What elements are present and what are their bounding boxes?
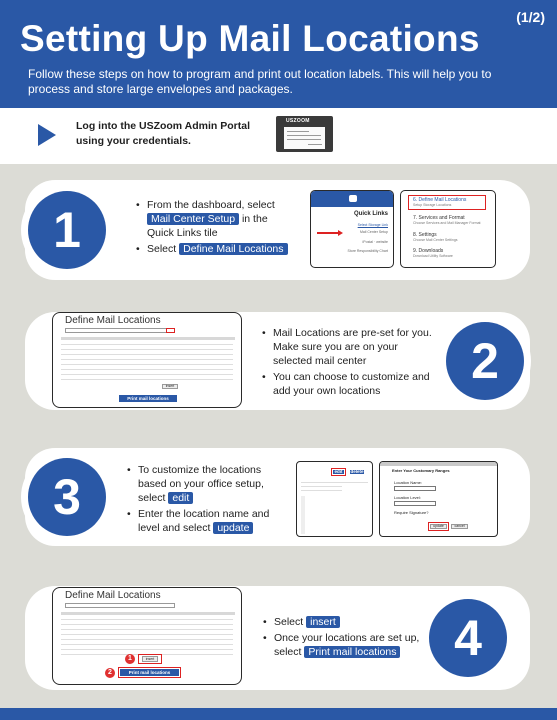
step-3-number: 3 — [28, 458, 106, 536]
cancel-button[interactable]: cancel — [451, 524, 468, 529]
location-level-label: Location Level: — [394, 495, 421, 500]
edit-redbox — [331, 468, 346, 476]
menu-item-6[interactable]: 6. Define Mail Locations Setup Storage L… — [413, 197, 467, 207]
define-mail-locations-redbox — [408, 195, 486, 210]
screenshot-title-2: Define Mail Locations — [65, 590, 161, 601]
red-arrow-head-icon — [338, 230, 343, 236]
quick-link-chart[interactable]: Store Responsibility Chart — [347, 249, 388, 253]
step-3-bullets: To customize the locations based on your… — [127, 463, 287, 537]
require-signature-label: Require Signature? — [394, 510, 429, 515]
print-mail-locations-button-2[interactable]: Print mail locations — [120, 669, 179, 676]
define-mail-locations-screenshot-2: Define Mail Locations 1 insert 2 Print m… — [52, 587, 242, 685]
define-mail-locations-screenshot: Define Mail Locations insert Print mail … — [52, 312, 242, 408]
step-4-bullet-2: Once your locations are set up, select P… — [263, 631, 433, 659]
header-banner: (1/2) Setting Up Mail Locations Follow t… — [0, 0, 557, 108]
mailbox-icon — [349, 195, 357, 202]
step-1-bullet-2: Select Define Mail Locations — [136, 242, 296, 256]
location-level-input[interactable] — [394, 501, 436, 506]
page-subtitle: Follow these steps on how to program and… — [28, 67, 492, 96]
step-2-bullets: Mail Locations are pre-set for you. Make… — [262, 326, 434, 400]
update-highlight: update — [213, 522, 254, 534]
insert-highlight: insert — [306, 616, 340, 628]
edit-screenshot: edit delete — [296, 461, 373, 537]
quick-links-tile: Quick Links Select Storage Link Mail Cen… — [310, 190, 394, 268]
quick-links-title: Quick Links — [353, 211, 388, 217]
step-2-bullet-2: You can choose to customize and add your… — [262, 370, 434, 398]
footer-bar — [0, 708, 557, 720]
step-2-bullet-1: Mail Locations are pre-set for you. Make… — [262, 326, 434, 368]
quick-link-ipostal[interactable]: iPostal · website — [362, 240, 388, 244]
location-name-input[interactable] — [394, 486, 436, 491]
update-redbox — [428, 522, 449, 531]
play-arrow-icon — [38, 124, 56, 146]
badge-2: 2 — [105, 668, 115, 678]
form-header: Enter Your Customary Ranges — [392, 468, 450, 473]
step-1-number: 1 — [28, 191, 106, 269]
step-3-bullet-2: Enter the location name and level and se… — [127, 507, 287, 535]
mail-center-setup-highlight: Mail Center Setup — [147, 213, 240, 225]
delete-button[interactable]: delete — [350, 469, 364, 474]
login-instruction: Log into the USZoom Admin Portal using y… — [76, 120, 251, 147]
step-4-bullet-1: Select insert — [263, 615, 433, 629]
step-4-number: 4 — [429, 599, 507, 677]
admin-portal-thumbnail: USZOOM — [276, 116, 333, 152]
step-3-bullet-1: To customize the locations based on your… — [127, 463, 287, 505]
red-arrow-icon — [317, 232, 339, 234]
insert-button[interactable]: insert — [162, 384, 178, 389]
edit-highlight: edit — [168, 492, 194, 504]
setup-menu-panel: 6. Define Mail Locations Setup Storage L… — [400, 190, 496, 268]
quick-link-storage[interactable]: Select Storage Link — [357, 223, 388, 227]
step-2-number: 2 — [446, 322, 524, 400]
menu-item-9[interactable]: 9. Downloads Download Utility Software — [413, 248, 453, 258]
print-redbox — [118, 667, 181, 678]
menu-item-8[interactable]: 8. Settings Choose Mail Center Settings — [413, 232, 458, 242]
step-4-bullets: Select insert Once your locations are se… — [263, 615, 433, 661]
step-1-bullet-1: From the dashboard, select Mail Center S… — [136, 198, 296, 240]
screenshot-title: Define Mail Locations — [65, 315, 161, 326]
insert-redbox — [138, 654, 162, 664]
page-title: Setting Up Mail Locations — [20, 18, 480, 59]
edit-button[interactable]: edit — [333, 469, 344, 474]
location-name-label: Location Name: — [394, 480, 423, 485]
define-mail-locations-highlight: Define Mail Locations — [179, 243, 288, 255]
login-form-thumb — [284, 127, 325, 149]
quick-link-mail-center-setup[interactable]: Mail Center Setup — [359, 230, 388, 234]
menu-item-7[interactable]: 7. Services and Format Choose Services a… — [413, 215, 481, 225]
page-number: (1/2) — [516, 9, 545, 25]
badge-1: 1 — [125, 654, 135, 664]
print-mail-locations-button[interactable]: Print mail locations — [119, 395, 177, 402]
step-1-bullets: From the dashboard, select Mail Center S… — [136, 198, 296, 258]
insert-button-2[interactable]: insert — [142, 656, 158, 662]
uszoom-logo: USZOOM — [286, 118, 310, 124]
print-mail-locations-highlight: Print mail locations — [304, 646, 401, 658]
update-button[interactable]: update — [430, 524, 447, 529]
location-form-screenshot: Enter Your Customary Ranges Location Nam… — [379, 461, 498, 537]
